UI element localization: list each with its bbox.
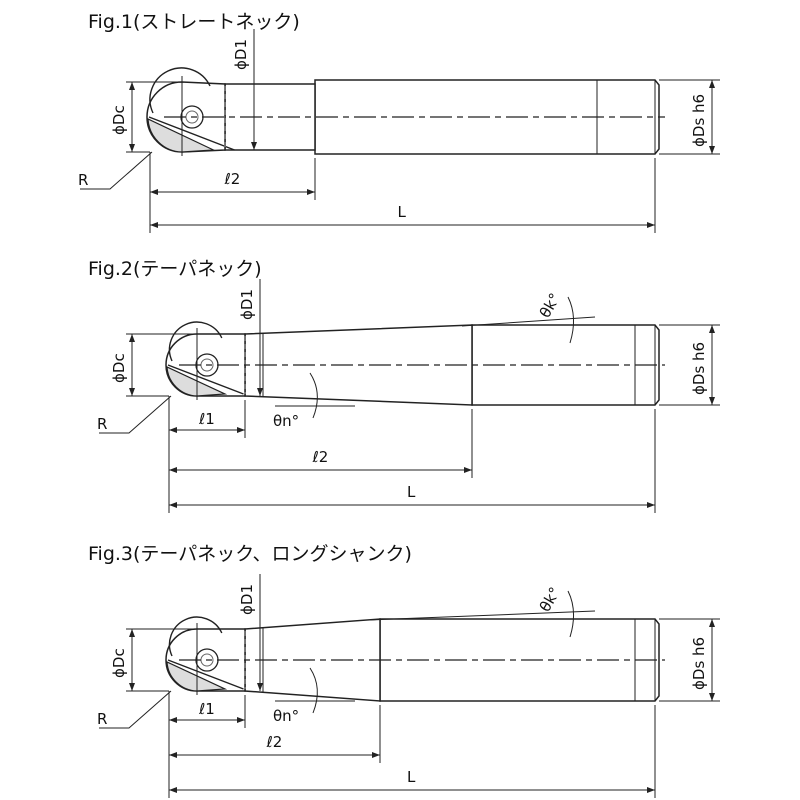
cutting-edge: [167, 659, 244, 690]
thk-arc: [567, 296, 574, 344]
thk-arc: [567, 590, 574, 638]
l1-label: ℓ1: [198, 700, 215, 718]
r-leader: [99, 690, 172, 729]
ds-label: ϕDs h6: [690, 342, 708, 395]
figure-title: Fig.1(ストレートネック): [88, 11, 300, 33]
thk-ref: [369, 610, 596, 621]
r-leader: [99, 395, 172, 434]
r-label: R: [97, 415, 107, 433]
figure-title: Fig.3(テーパネック、ロングシャンク): [88, 543, 412, 565]
cutting-edge: [148, 116, 235, 151]
dc-label: ϕDc: [110, 648, 128, 678]
r-label: R: [78, 171, 88, 189]
d1-label: ϕD1: [232, 39, 250, 70]
cutting-edge: [167, 364, 244, 395]
ball-nose-head: [165, 616, 246, 695]
d1-label: ϕD1: [238, 289, 256, 320]
L-label: L: [407, 483, 416, 501]
thn-label: θn°: [273, 412, 299, 430]
l2-label: ℓ2: [266, 733, 283, 751]
ball-nose-head: [146, 67, 235, 156]
L-label: L: [407, 768, 416, 786]
l2-label: ℓ2: [312, 448, 329, 466]
L-label: L: [398, 203, 407, 221]
r-leader: [80, 151, 153, 190]
thk-label: θk°: [536, 290, 564, 321]
thn-label: θn°: [273, 707, 299, 725]
dc-label: ϕDc: [110, 353, 128, 383]
d1-label: ϕD1: [238, 584, 256, 615]
ds-label: ϕDs h6: [690, 637, 708, 690]
thk-label: θk°: [536, 584, 564, 615]
thn-arc: [309, 667, 318, 714]
figure-3: Fig.3(テーパネック、ロングシャンク) ϕDc ϕD1 ϕDs h6 Rℓ1 ℓ2Lθ…: [88, 543, 720, 798]
ds-label: ϕDs h6: [690, 94, 708, 147]
thn-arc: [309, 372, 318, 419]
ball-nose-head: [165, 321, 246, 400]
l2-label: ℓ2: [224, 170, 241, 188]
figure-title: Fig.2(テーパネック): [88, 258, 262, 280]
thk-ref: [461, 316, 596, 327]
l1-label: ℓ1: [198, 410, 215, 428]
r-label: R: [97, 710, 107, 728]
dc-label: ϕDc: [110, 105, 128, 135]
